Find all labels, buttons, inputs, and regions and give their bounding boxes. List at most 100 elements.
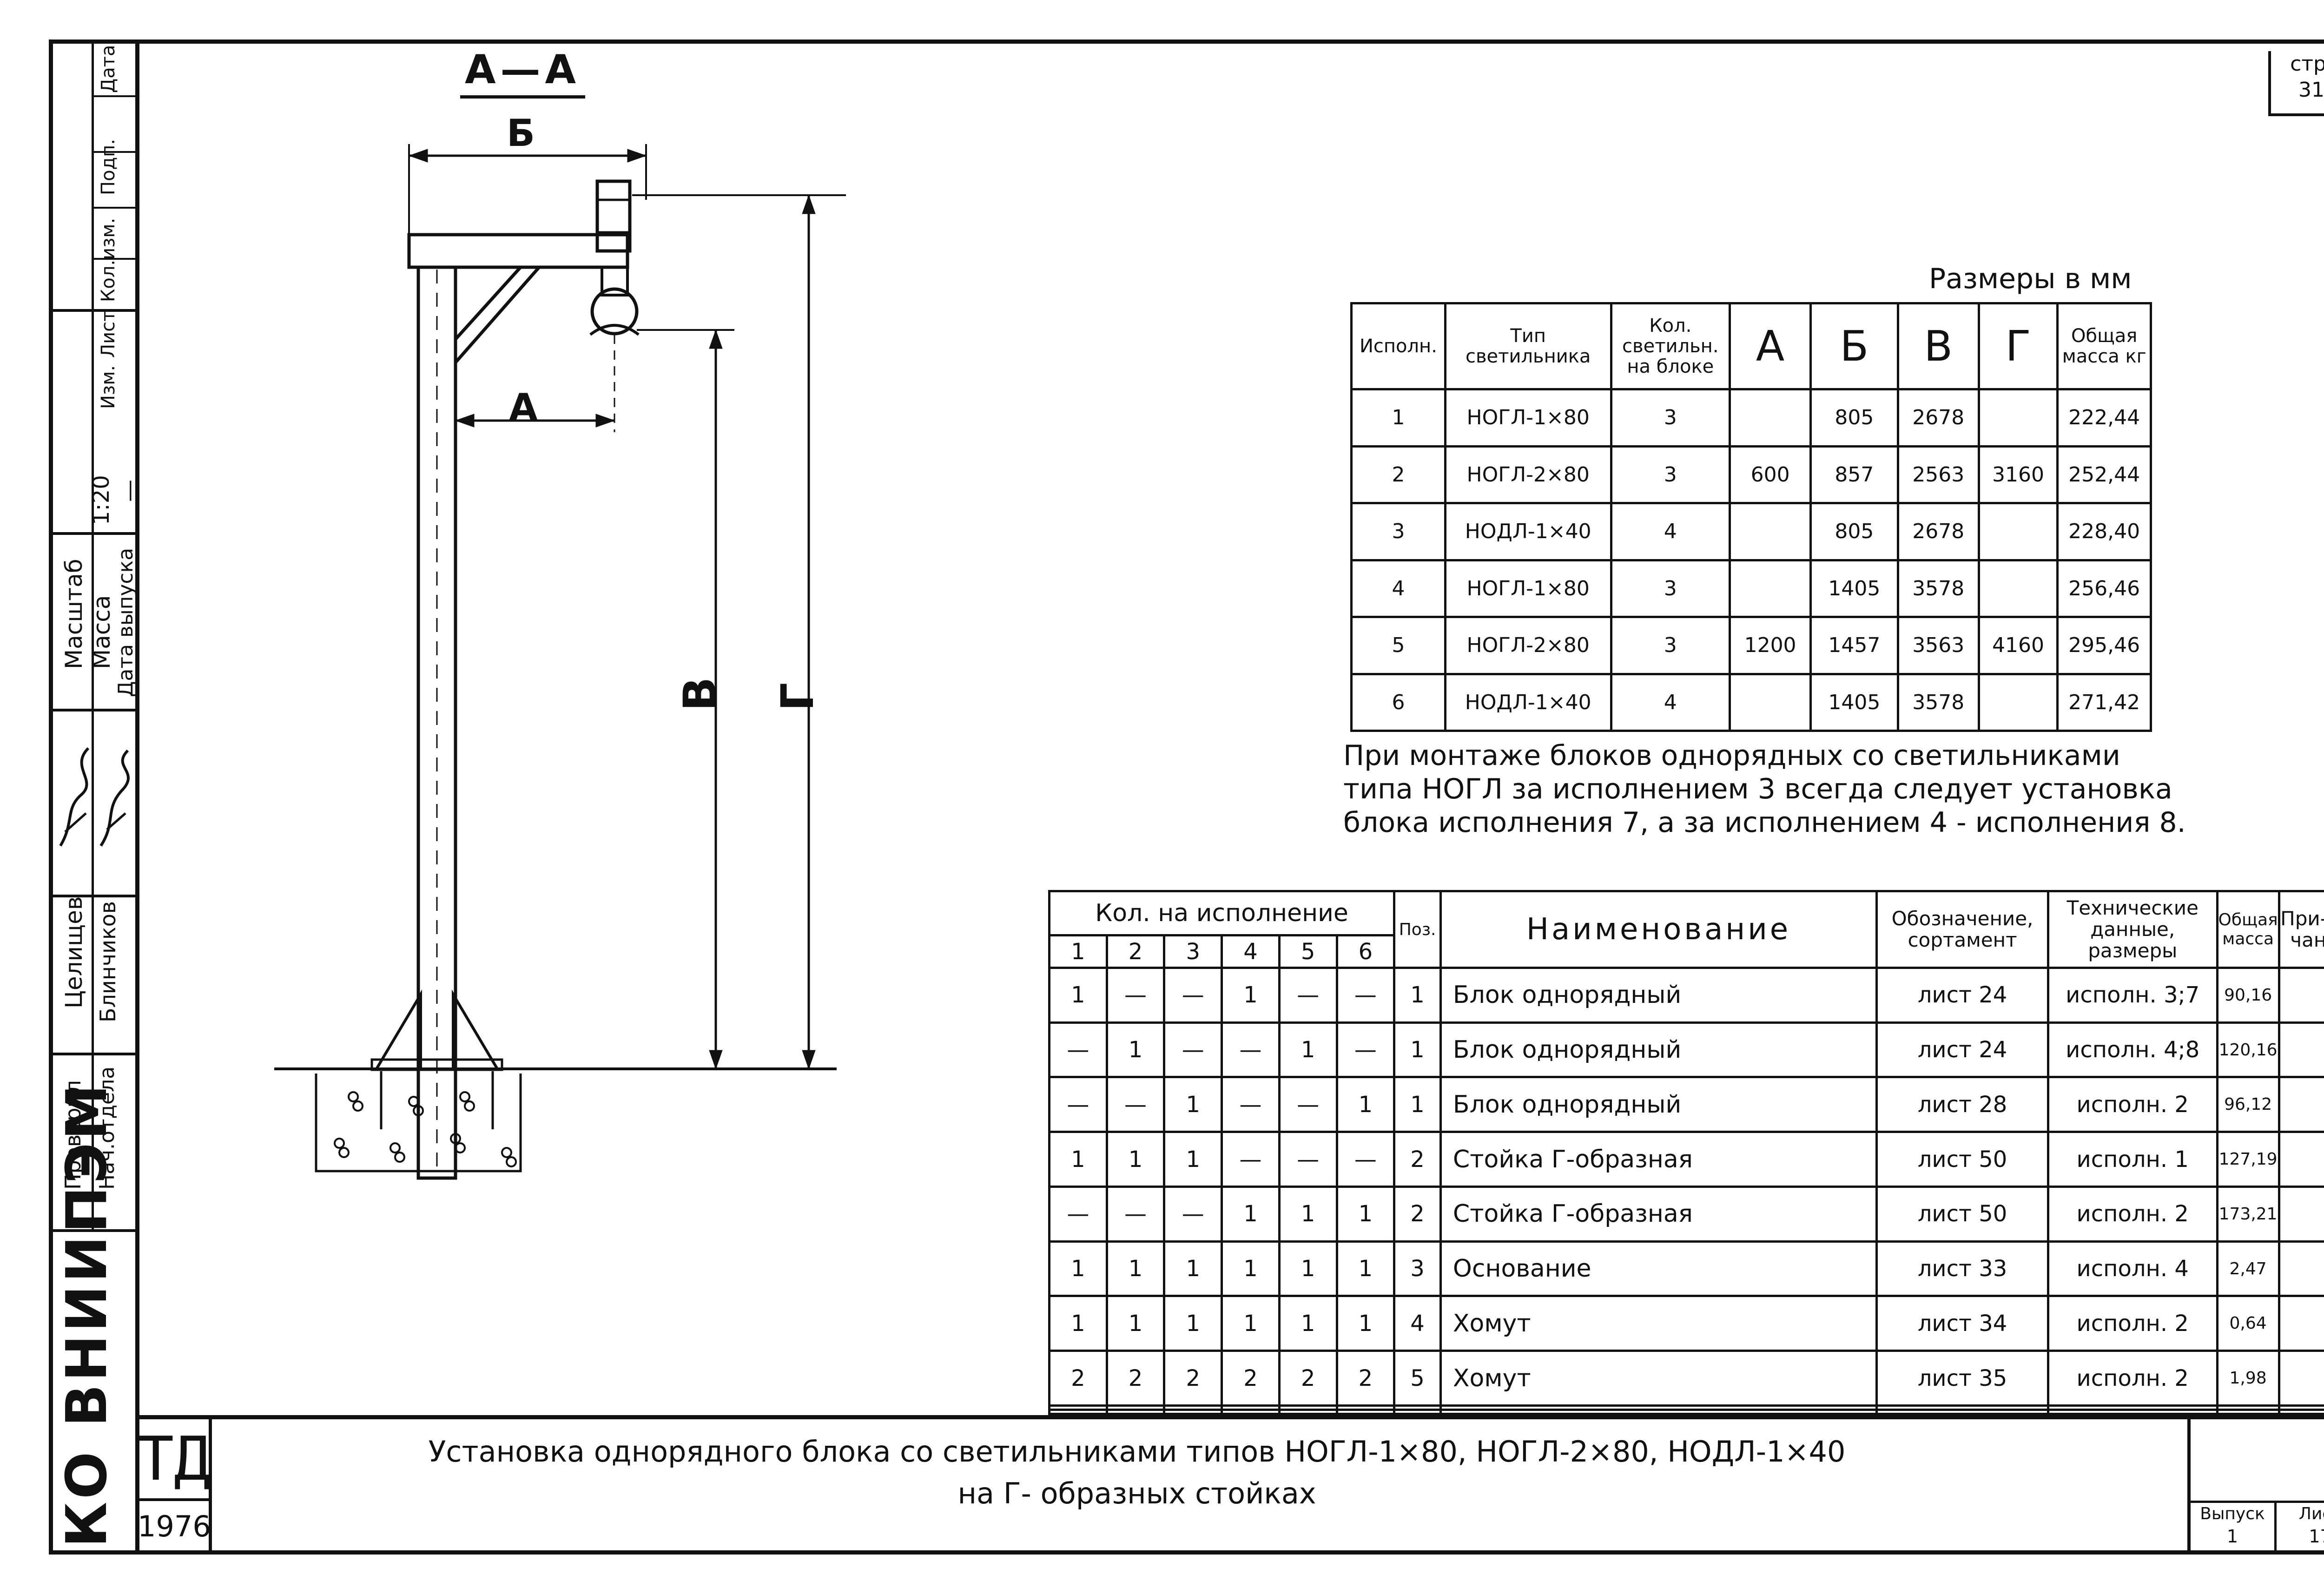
drawing-frame [49, 40, 2324, 1555]
dim-cell: 2 [1350, 445, 1446, 504]
spec-variant-2: 2 [1105, 934, 1166, 969]
spec-pos: 1 [1393, 967, 1442, 1024]
note-line-3: блока исполнения 7, а за исполнением 4 -… [1343, 806, 2186, 839]
dim-label-g: Г [772, 682, 824, 711]
spec-qty: 1 [1048, 1295, 1108, 1352]
dim-cell: 295,46 [2056, 616, 2152, 675]
dim-cell: 256,46 [2056, 559, 2152, 618]
dimensions-table: Исполн. Тип светильника Кол. светильн. н… [1350, 302, 2152, 732]
dim-cell: 1405 [1809, 672, 1899, 732]
spec-qty: 1 [1221, 1295, 1281, 1352]
dim-cell: 805 [1809, 502, 1899, 561]
spec-note-header: При-ме-чание [2278, 890, 2324, 969]
spec-pos: 1 [1393, 1076, 1442, 1133]
title-code: ТД [138, 1419, 211, 1501]
spec-qty: 1 [1048, 1240, 1108, 1298]
spec-qty: 1 [1221, 1185, 1281, 1243]
spec-qty: — [1163, 1021, 1223, 1079]
spec-name: Блок однорядный [1439, 1076, 1878, 1133]
spec-name: Хомут [1439, 1295, 1878, 1352]
checked-name: Целищев [60, 896, 87, 1008]
spec-qty: — [1048, 1185, 1108, 1243]
spec-qty: 2 [1048, 1350, 1108, 1407]
scale-label: Масштаб [60, 559, 87, 669]
spec-qty: 1 [1278, 1295, 1338, 1352]
dim-cell: 3 [1610, 388, 1731, 448]
spec-designation: лист 35 [1875, 1350, 2049, 1407]
spec-mass: 1,98 [2216, 1350, 2280, 1407]
spec-qty: 1 [1163, 1295, 1223, 1352]
dim-cell: 252,44 [2056, 445, 2152, 504]
note-line-1: При монтаже блоков однорядных со светиль… [1343, 739, 2120, 772]
spec-mass: 127,19 [2216, 1131, 2280, 1188]
spec-qty: — [1105, 1076, 1166, 1133]
spec-mass: 2,47 [2216, 1240, 2280, 1298]
sheet-label: Лист [2298, 1504, 2324, 1523]
spec-name: Стойка Г-образная [1439, 1185, 1878, 1243]
dim-row: 6 НОДЛ-1×40 4 1405 3578 271,42 [1350, 672, 2152, 732]
spec-qty: — [1335, 967, 1396, 1024]
dim-cell [1729, 672, 1812, 732]
dim-cell: 805 [1809, 388, 1899, 448]
rev-header-izm: Изм. [98, 365, 119, 409]
dim-cell: 2563 [1896, 445, 1980, 504]
rev-header-list: Лист [98, 310, 119, 358]
spec-name: Хомут [1439, 1350, 1878, 1407]
dim-cell: 2678 [1896, 388, 1980, 448]
spec-pos: 3 [1393, 1240, 1442, 1298]
dim-cell [1729, 388, 1812, 448]
title-text: Установка однорядного блока со светильни… [231, 1431, 2043, 1515]
spec-qty: 1 [1335, 1240, 1396, 1298]
dim-cell: 3 [1610, 616, 1731, 675]
dim-row: 4 НОГЛ-1×80 3 1405 3578 256,46 [1350, 559, 2152, 618]
dim-cell: 4160 [1977, 616, 2059, 675]
spec-pos: 1 [1393, 1021, 1442, 1079]
spec-qty: 1 [1105, 1295, 1166, 1352]
dim-cell: 857 [1809, 445, 1899, 504]
spec-qty: 1 [1163, 1076, 1223, 1133]
dim-cell: 228,40 [2056, 502, 2152, 561]
spec-tech: исполн. 1 [2047, 1131, 2218, 1188]
left-stamp [49, 40, 139, 1555]
mass-value: — [116, 480, 142, 502]
spec-qty: 2 [1278, 1350, 1338, 1407]
page-tag: стр. 31 [2268, 51, 2324, 116]
title-year: 1976 [138, 1509, 211, 1543]
dim-cell: 3 [1610, 445, 1731, 504]
spec-table: Кол. на исполнение Поз. Наименование Обо… [1048, 890, 2324, 1416]
spec-designation: лист 24 [1875, 967, 2049, 1024]
dim-cell: 3578 [1896, 672, 1980, 732]
dim-cell: 222,44 [2056, 388, 2152, 448]
dim-cell: НОГЛ-2×80 [1444, 616, 1612, 675]
dim-cell: 3578 [1896, 559, 1980, 618]
spec-designation: лист 50 [1875, 1131, 2049, 1188]
spec-row: 1 1 1 1 1 1 3 Основание лист 33 исполн. … [1048, 1240, 2324, 1298]
dim-label-a: А [509, 386, 538, 429]
spec-note [2278, 1185, 2324, 1243]
spec-row: — 1 — — 1 — 1 Блок однорядный лист 24 ис… [1048, 1021, 2324, 1079]
dim-th-3: А [1729, 302, 1812, 390]
spec-tech: исполн. 2 [2047, 1295, 2218, 1352]
spec-qty: — [1335, 1021, 1396, 1079]
issue-sheet-cell: Выпуск 1 Лист 17 [2187, 1419, 2324, 1555]
mounting-note: При монтаже блоков однорядных со светиль… [1343, 739, 2319, 839]
spec-tech-header: Технические данные, размеры [2047, 890, 2218, 969]
spec-designation: лист 24 [1875, 1021, 2049, 1079]
spec-pos: 2 [1393, 1131, 1442, 1188]
dim-th-0: Исполн. [1350, 302, 1446, 390]
spec-tech: исполн. 4;8 [2047, 1021, 2218, 1079]
scale-value: 1:20 [88, 475, 114, 525]
spec-note [2278, 1295, 2324, 1352]
dim-cell [1977, 559, 2059, 618]
page-tag-number: 31 [2298, 78, 2324, 102]
org-name: КО ВНИИПЭМ [55, 1081, 119, 1548]
spec-note [2278, 1240, 2324, 1298]
dim-cell [1977, 672, 2059, 732]
dim-cell: НОГЛ-1×80 [1444, 559, 1612, 618]
pole-drawing [274, 144, 846, 1180]
spec-row: 1 1 1 1 1 1 4 Хомут лист 34 исполн. 2 0,… [1048, 1295, 2324, 1352]
note-line-2: типа НОГЛ за исполнением 3 всегда следуе… [1343, 773, 2172, 805]
dim-label-v: В [674, 677, 726, 711]
dim-cell [1977, 388, 2059, 448]
spec-note [2278, 1021, 2324, 1079]
